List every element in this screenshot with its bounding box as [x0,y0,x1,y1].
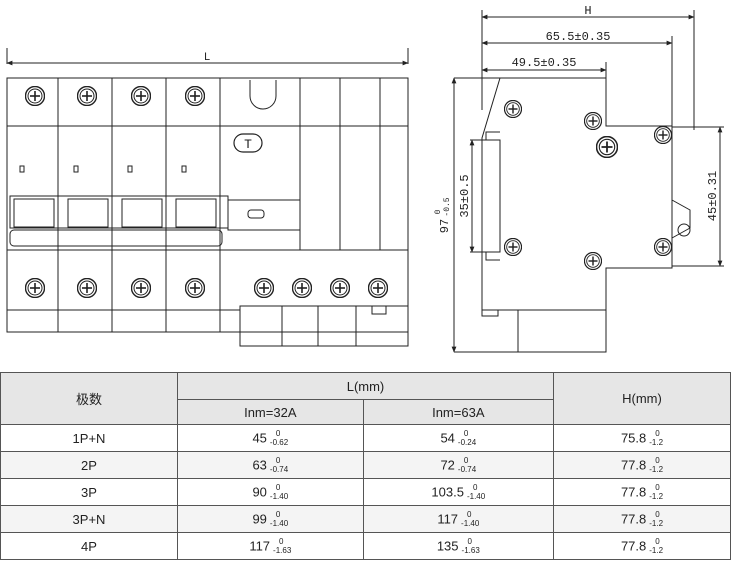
header-length: L(mm) [177,372,554,400]
side-view [451,10,724,353]
dim-35-label: 35±0.5 [458,174,472,217]
svg-text:T: T [244,137,252,152]
dim-97-tol-upper: 0 [434,209,443,214]
test-button[interactable]: T [233,133,263,153]
header-height: H(mm) [553,372,731,425]
dim-97-label: 97 [438,219,452,233]
header-inm32: Inm=32A [177,399,364,425]
header-poles: 极数 [0,372,178,425]
screw-icon [25,86,388,298]
poles-cell: 4P [0,532,178,560]
side-dimension-labels: H 65.5±0.35 49.5±0.35 97 0 -0.5 35±0.5 4… [434,4,720,233]
dim-49-label: 49.5±0.35 [512,56,577,70]
dim-h-label: H [584,4,591,18]
header-inm63: Inm=63A [362,399,555,425]
poles-cell: 3P [0,478,178,506]
dim-97-tol-lower: -0.5 [443,197,452,216]
poles-cell: 1P+N [0,424,178,452]
poles-cell: 2P [0,451,178,479]
dim-l-label: L [204,52,211,64]
dim-45-label: 45±0.31 [706,171,720,221]
poles-cell: 3P+N [0,505,178,533]
technical-drawing: T L [6,4,724,353]
front-view [6,48,409,347]
dim-65-label: 65.5±0.35 [546,30,611,44]
